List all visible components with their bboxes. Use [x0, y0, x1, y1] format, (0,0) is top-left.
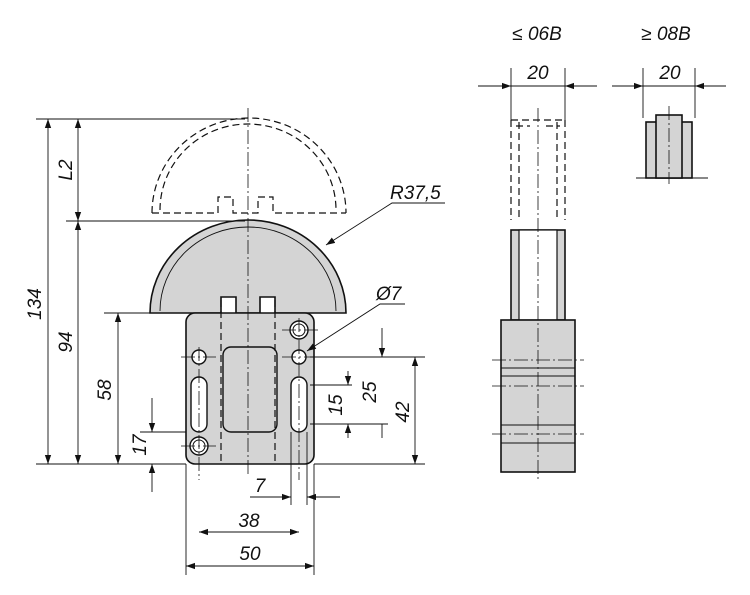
dim-38: 38 [238, 511, 260, 532]
dim-l2: L2 [56, 159, 77, 181]
variant-label-06b: ≤ 06B [512, 24, 562, 45]
dim-15: 15 [326, 394, 347, 416]
dimension-lines [44, 119, 445, 570]
center-window [222, 346, 278, 433]
side-view-06b: ≤ 06B 20 [478, 24, 597, 482]
dim-17: 17 [130, 433, 151, 456]
variant-label-08b: ≥ 08B [641, 24, 691, 45]
dim-diameter: Ø7 [375, 284, 403, 305]
dim-7: 7 [255, 476, 267, 497]
side-view-08b: ≥ 08B 20 [612, 24, 726, 184]
front-view [149, 108, 347, 480]
dim-94: 94 [56, 331, 77, 352]
alternate-position-outline [151, 117, 347, 214]
extension-lines [36, 118, 425, 575]
dimension-labels: 134 L2 94 58 17 15 25 42 7 38 50 R37,5 Ø… [25, 159, 441, 565]
dim-42: 42 [393, 401, 414, 423]
dim-134: 134 [25, 288, 46, 320]
dim-width-06b: 20 [526, 63, 549, 84]
dim-25: 25 [360, 381, 381, 404]
dim-radius: R37,5 [390, 183, 441, 204]
dim-50: 50 [239, 544, 261, 565]
dim-58: 58 [95, 379, 116, 401]
dim-width-08b: 20 [658, 63, 681, 84]
